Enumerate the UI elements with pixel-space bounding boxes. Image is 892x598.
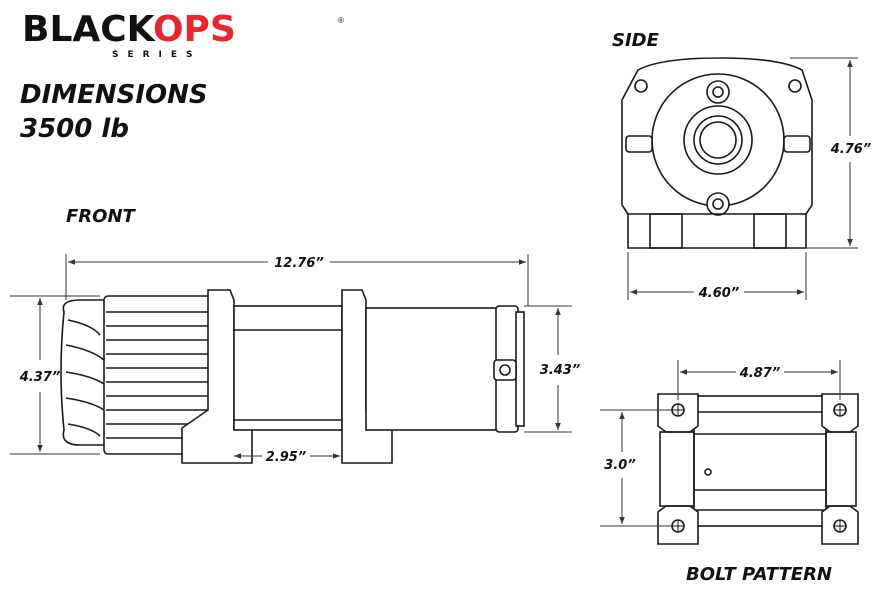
brand-series: SERIES: [112, 50, 202, 60]
dim-side-width: 4.60”: [698, 286, 739, 301]
dim-front-height: 4.37”: [19, 370, 60, 385]
dim-foot-spacing: 2.95”: [266, 450, 306, 465]
side-view-label: SIDE: [612, 30, 659, 51]
page-title: DIMENSIONS: [20, 80, 208, 110]
side-dimensions: [627, 57, 858, 300]
gearbox-housing: [365, 307, 499, 431]
dim-front-length: 12.76”: [274, 256, 324, 271]
registered-mark: ®: [338, 16, 344, 25]
bolt-dimensions: [600, 360, 841, 527]
side-view-drawing: [621, 57, 813, 249]
winch-drum: [233, 305, 343, 431]
dim-bolt-depth: 3.0”: [604, 458, 635, 473]
brand-logo: BLACKOPS: [22, 10, 236, 50]
bolt-pattern-drawing: [657, 393, 859, 545]
dim-bolt-width: 4.87”: [739, 366, 780, 381]
dim-side-height: 4.76”: [830, 142, 871, 157]
left-bracket: [181, 289, 253, 464]
brand-name-black: BLACK: [22, 9, 153, 50]
front-dimensions: [10, 254, 572, 459]
dim-drum-height: 3.43”: [540, 363, 580, 378]
capacity-label: 3500 lb: [20, 114, 129, 144]
bolt-pattern-label: BOLT PATTERN: [686, 564, 832, 585]
front-view-label: FRONT: [66, 206, 135, 227]
front-view-drawing: [60, 289, 525, 464]
motor-end-cap: [60, 299, 111, 446]
brand-name-ops: OPS: [152, 9, 236, 50]
